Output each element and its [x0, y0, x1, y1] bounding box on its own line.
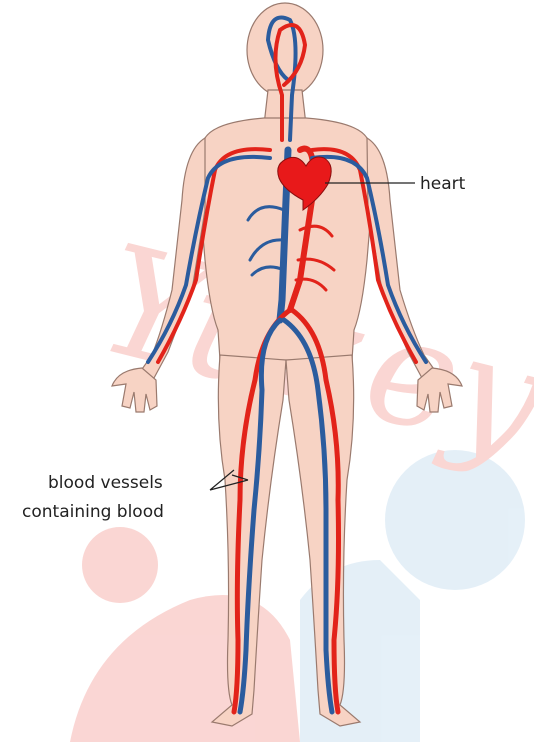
label-heart: heart	[420, 174, 466, 194]
label-vessels-line2: containing blood	[22, 502, 164, 522]
watermark-pink-circle	[82, 527, 158, 603]
label-vessels-line1: blood vessels	[48, 473, 163, 493]
watermark-pink-shape	[70, 595, 300, 742]
